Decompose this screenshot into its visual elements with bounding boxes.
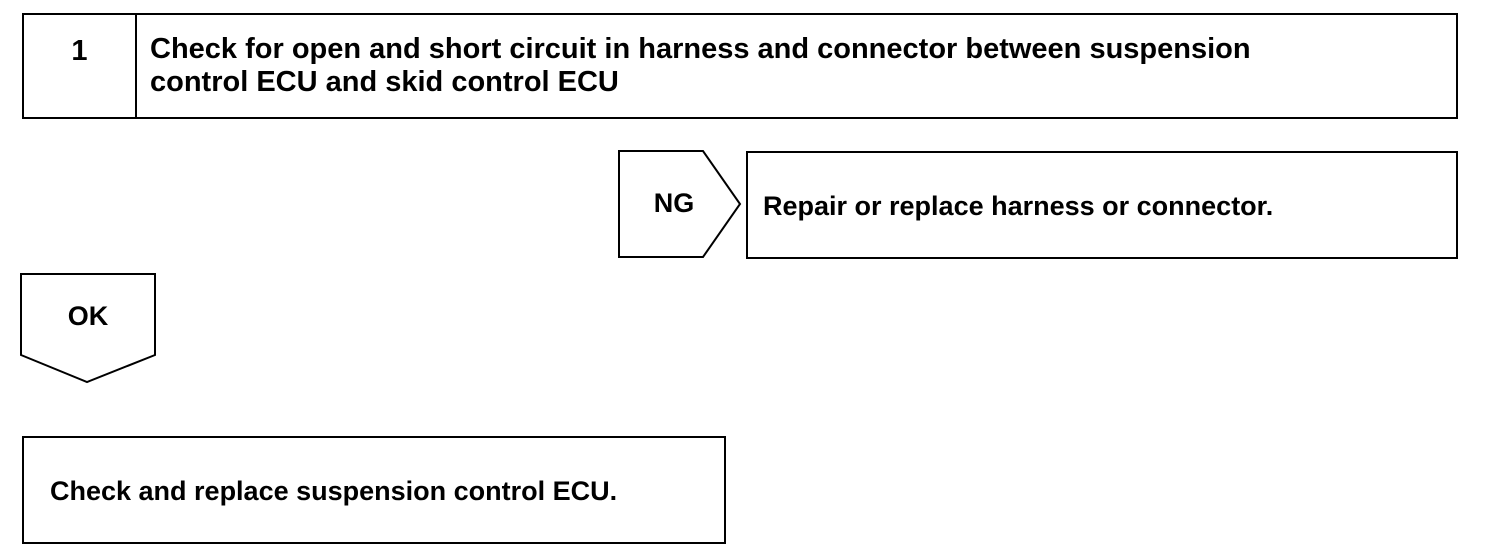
- ng-result-box: Repair or replace harness or connector.: [746, 151, 1458, 259]
- step-box: 1 Check for open and short circuit in ha…: [22, 13, 1458, 119]
- ok-label: OK: [67, 301, 109, 331]
- ng-result-text: Repair or replace harness or connector.: [763, 191, 1274, 221]
- ng-label: NG: [653, 188, 695, 218]
- ok-arrow-shape: [20, 273, 156, 384]
- step-number: 1: [71, 35, 88, 67]
- final-action-text: Check and replace suspension control ECU…: [50, 476, 618, 506]
- step-title-line-2: control ECU and skid control ECU: [150, 66, 619, 98]
- final-action-box: Check and replace suspension control ECU…: [22, 436, 726, 544]
- ng-arrow-shape: [618, 150, 742, 258]
- step-number-cell: 1: [24, 15, 137, 117]
- step-title: Check for open and short circuit in harn…: [150, 33, 1440, 99]
- step-title-line-1: Check for open and short circuit in harn…: [150, 33, 1251, 65]
